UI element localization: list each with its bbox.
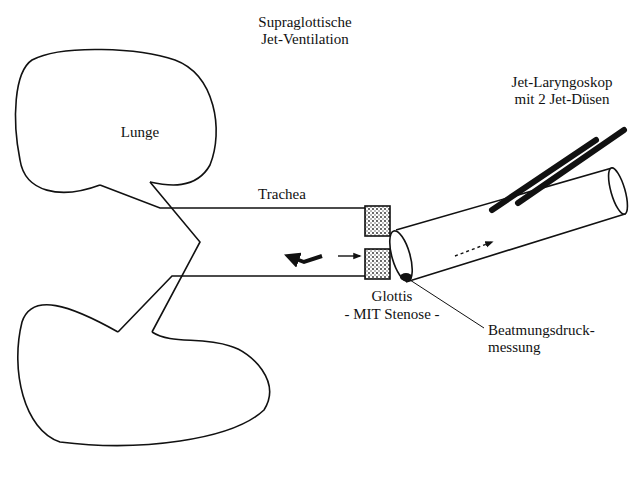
jet-nozzle [492,140,596,210]
laryngoscope-tip [385,229,417,284]
bronchus-crotch [150,182,200,332]
organ-label: Lunge [121,124,159,141]
flow-arrow-out [338,255,360,256]
instrument-label: Jet-Laryngoskop mit 2 Jet-Düsen [506,74,618,109]
laryngoscope-end [605,166,632,216]
part-label: Glottis [372,288,413,305]
part-label: Trachea [258,186,306,203]
flow-arrow-in [296,256,322,262]
upper-lung [16,49,217,192]
glottis-lower [365,249,390,279]
lower-lung [18,305,270,446]
laryngoscope-tube [396,168,625,282]
diagram-title: Supraglottische Jet-Ventilation [253,14,357,49]
glottis-upper [365,206,390,236]
bronchus-upper-outer [100,185,365,208]
bronchus-lower-outer [118,276,365,332]
note-label: - MIT Stenose - [344,306,439,323]
measurement-label: Beatmungsdruck- messung [488,322,606,357]
jet-nozzle [518,130,624,203]
jet-flow-arrow [455,242,492,256]
